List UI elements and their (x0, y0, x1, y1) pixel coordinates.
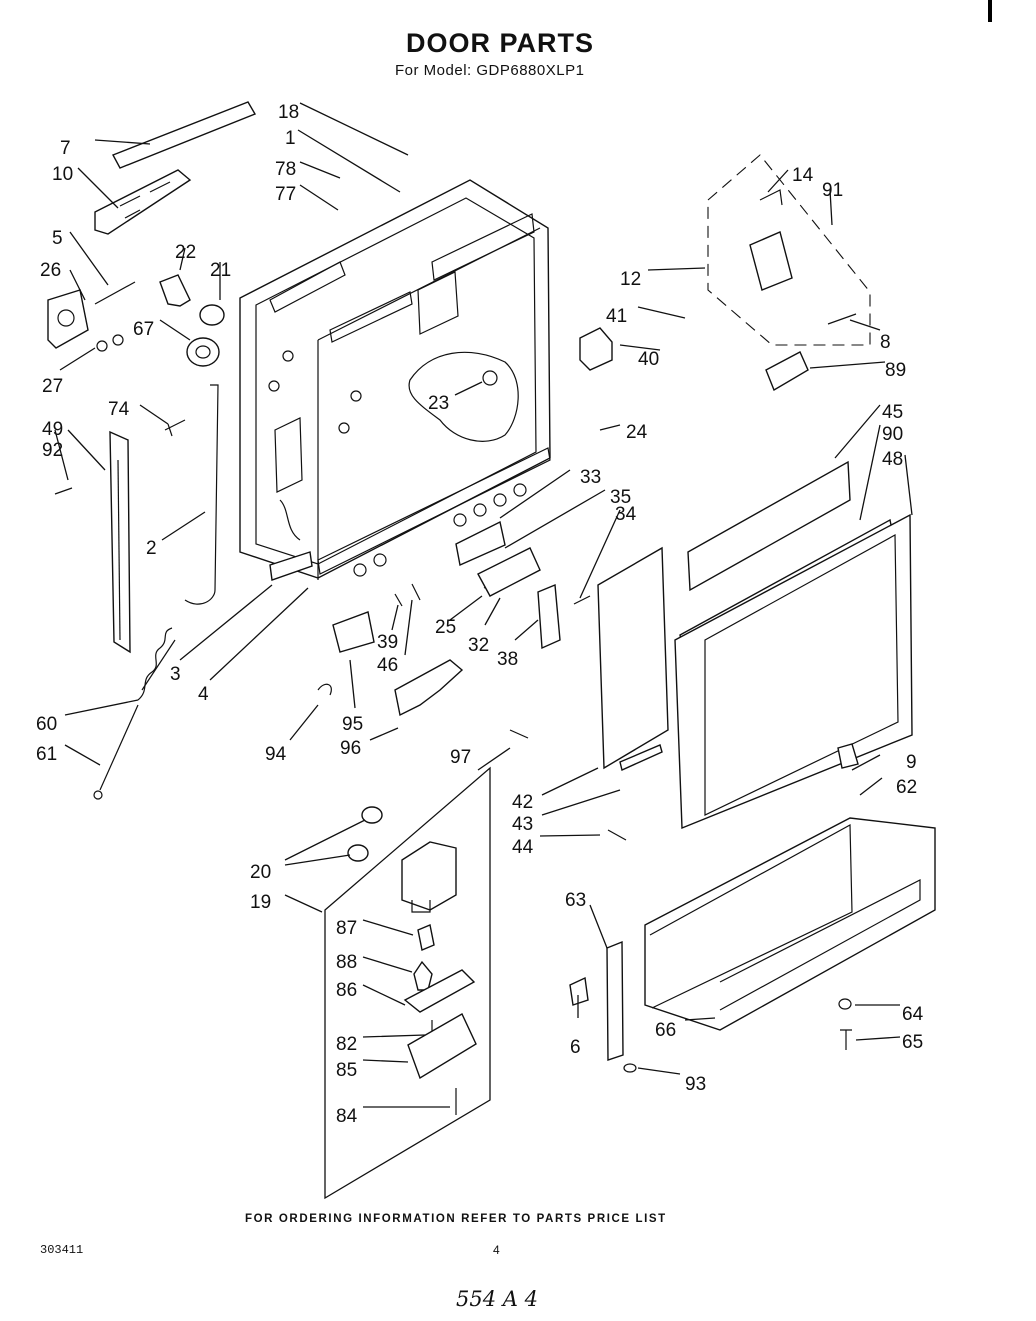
part-label-92: 92 (42, 440, 63, 461)
part-label-66: 66 (655, 1020, 676, 1041)
parts-drawing (47, 101, 936, 1200)
part-label-61: 61 (36, 744, 57, 765)
part-label-85: 85 (336, 1060, 357, 1081)
part-label-34: 34 (615, 504, 637, 525)
part-label-40: 40 (638, 349, 659, 370)
part-label-27: 27 (42, 376, 63, 397)
part-label-1: 1 (285, 128, 296, 149)
part-label-32: 32 (468, 635, 489, 656)
document-number: 303411 (40, 1243, 84, 1257)
part-label-9: 9 (906, 752, 917, 773)
part-label-82: 82 (336, 1034, 357, 1055)
part-label-78: 78 (275, 159, 296, 180)
part-label-41: 41 (606, 306, 627, 327)
part-label-44: 44 (512, 837, 534, 858)
part-label-39: 39 (377, 632, 398, 653)
part-label-48: 48 (882, 449, 903, 470)
part-label-22: 22 (175, 242, 196, 263)
part-label-35: 35 (610, 487, 631, 508)
part-label-26: 26 (40, 260, 61, 281)
page-title: DOOR PARTS (405, 28, 594, 58)
part-label-25: 25 (435, 617, 456, 638)
part-label-7: 7 (60, 138, 71, 159)
part-label-89: 89 (885, 360, 906, 381)
part-label-84: 84 (336, 1106, 358, 1127)
part-label-60: 60 (36, 714, 57, 735)
part-label-14: 14 (792, 165, 814, 186)
part-label-74: 74 (108, 399, 130, 420)
part-label-12: 12 (620, 269, 641, 290)
handwritten-note: 554 A 4 (456, 1287, 538, 1311)
ordering-note: FOR ORDERING INFORMATION REFER TO PARTS … (245, 1213, 667, 1225)
part-label-21: 21 (210, 260, 231, 281)
part-label-4: 4 (198, 684, 209, 705)
part-label-19: 19 (250, 892, 271, 913)
part-label-20: 20 (250, 862, 271, 883)
part-label-49: 49 (42, 419, 63, 440)
part-label-5: 5 (52, 228, 63, 249)
part-label-96: 96 (340, 738, 361, 759)
part-label-18: 18 (278, 102, 299, 123)
part-label-43: 43 (512, 814, 533, 835)
part-label-64: 64 (902, 1004, 924, 1025)
part-label-95: 95 (342, 714, 363, 735)
part-label-3: 3 (170, 664, 181, 685)
part-label-46: 46 (377, 655, 398, 676)
part-label-93: 93 (685, 1074, 706, 1095)
part-label-97: 97 (450, 747, 471, 768)
part-label-86: 86 (336, 980, 357, 1001)
part-label-63: 63 (565, 890, 586, 911)
part-label-77: 77 (275, 184, 296, 205)
part-label-94: 94 (265, 744, 287, 765)
part-label-67: 67 (133, 319, 154, 340)
part-label-24: 24 (626, 422, 648, 443)
page-number: 4 (493, 1243, 500, 1257)
part-label-45: 45 (882, 402, 903, 423)
part-label-38: 38 (497, 649, 518, 670)
page-edge-mark (988, 0, 992, 22)
part-label-2: 2 (146, 538, 157, 559)
part-label-91: 91 (822, 180, 843, 201)
part-label-8: 8 (880, 332, 891, 353)
part-label-65: 65 (902, 1032, 923, 1053)
part-label-42: 42 (512, 792, 533, 813)
part-label-6: 6 (570, 1037, 581, 1058)
part-label-90: 90 (882, 424, 903, 445)
part-label-33: 33 (580, 467, 601, 488)
part-label-10: 10 (52, 164, 73, 185)
part-label-88: 88 (336, 952, 357, 973)
part-label-87: 87 (336, 918, 357, 939)
model-subtitle: For Model: GDP6880XLP1 (395, 62, 585, 79)
part-label-23: 23 (428, 393, 449, 414)
part-label-62: 62 (896, 777, 917, 798)
